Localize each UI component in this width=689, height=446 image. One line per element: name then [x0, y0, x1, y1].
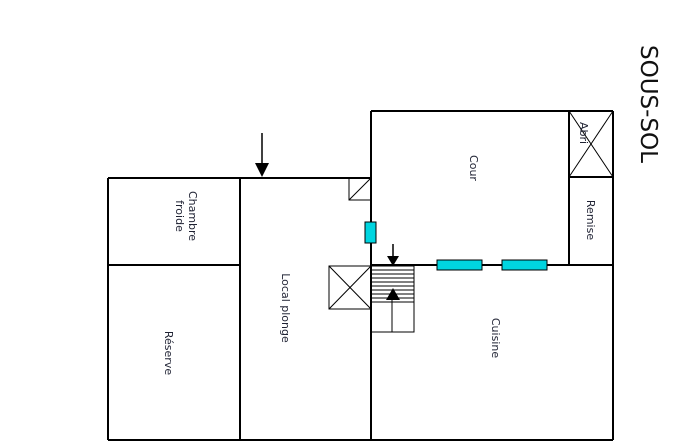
room-label-cuisine: Cuisine	[489, 318, 502, 358]
crossed-box-icon	[328, 265, 372, 310]
room-label-reserve: Réserve	[162, 331, 175, 375]
room-label-chambre-froide-2: froide	[173, 200, 186, 232]
walls	[107, 110, 614, 441]
arrow-down-icon	[255, 133, 269, 177]
window	[364, 221, 377, 244]
arrow-up-icon	[386, 288, 400, 300]
room-label-local-plonge: Local plonge	[279, 273, 292, 343]
window	[501, 259, 548, 271]
window	[436, 259, 483, 271]
corner-marker	[348, 177, 372, 201]
windows	[364, 221, 548, 271]
plan-title: SOUS-SOL	[635, 45, 661, 163]
room-label-remise: Remise	[584, 200, 597, 240]
room-label-chambre-froide: Chambre	[186, 191, 199, 241]
room-label-abri: Abri	[577, 122, 590, 144]
room-label-cour: Cour	[467, 155, 480, 181]
arrow-down-icon	[387, 244, 399, 266]
crossed-box-icon	[568, 110, 614, 178]
